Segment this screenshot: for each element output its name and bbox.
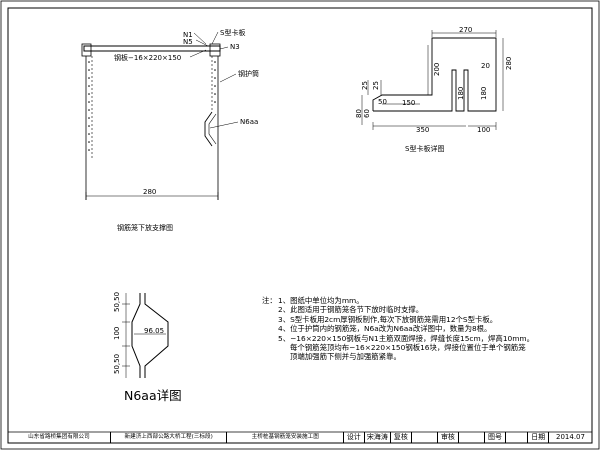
dim-270: 270 — [459, 26, 473, 34]
title-design-label: 设计 — [344, 432, 365, 443]
leader-n3 — [219, 46, 229, 50]
title-sheet-label: 图号 — [485, 432, 506, 443]
title-review-label: 复核 — [391, 432, 412, 443]
notes-list: 1、图纸中单位均为mm。 2、此图适用于钢筋笼各节下放时临时支撑。 3、S型卡板… — [278, 296, 534, 362]
n6aa-detail-bar-outer — [131, 293, 141, 378]
note-item: 1、图纸中单位均为mm。 — [278, 296, 364, 305]
n6aa-detail-bar-inner — [144, 293, 169, 378]
leader-casing — [219, 73, 237, 83]
dim-280-right: 280 — [505, 56, 513, 70]
title-date-label: 日期 — [528, 432, 549, 443]
left-support-block — [81, 43, 92, 57]
title-project: 新建济上西部公路大桥工程(三标段) — [111, 432, 228, 443]
note-item: 2、此图适用于钢筋笼各节下放时临时支撑。 — [278, 305, 424, 315]
note-item: 5、−16×220×150钢板与N1主筋双面焊接，焊缝长度15cm，焊高10mm… — [278, 333, 535, 343]
title-audit-label: 审核 — [438, 432, 459, 443]
label-n5: N5 — [183, 38, 193, 46]
dim-25: 25 — [361, 81, 369, 90]
cage-support-drawing — [81, 31, 239, 200]
dim-100: 100 — [477, 126, 491, 134]
title-designer: 宋海涛 — [365, 432, 392, 443]
dim-60: 60 — [363, 109, 371, 118]
leader-plate — [189, 49, 207, 58]
leader-n1 — [193, 32, 207, 45]
left-bar-dots — [88, 61, 216, 151]
label-n1: N1 — [183, 31, 193, 39]
right-support-block — [209, 43, 221, 57]
label-n6aa: N6aa — [240, 118, 259, 126]
dim-350: 350 — [416, 126, 430, 134]
title-drawing: 主桥桩基钢筋笼安装施工图 — [227, 432, 345, 443]
dim-150: 150 — [402, 99, 416, 107]
label-s-plate: S型卡板 — [220, 29, 246, 37]
dim-25-b: 25 — [372, 81, 380, 90]
dim-label-280: 280 — [143, 188, 157, 196]
dim-20: 20 — [481, 62, 490, 70]
dim-50: 50 — [378, 98, 387, 106]
sheet-inner-border — [7, 7, 593, 444]
note-item: 顶端加强筋下侧并与加强筋紧靠。 — [290, 352, 401, 362]
n6aa-bent-bar-inner — [208, 113, 217, 145]
note-item: 4、位于护筒内的钢筋笼，N6a改为N6aa改详图中，数量为8根。 — [278, 324, 492, 334]
title-review-value — [412, 432, 439, 443]
leader-n6aa — [209, 121, 239, 129]
n6aa-bent-bar — [204, 111, 213, 147]
label-casing: 钢护筒 — [238, 70, 259, 78]
s-plate-outline — [372, 37, 497, 112]
leader-n5 — [195, 39, 209, 47]
label-steel-plate: 钢板−16×220×150 — [114, 54, 182, 62]
n6-dim-mid: 100 — [113, 326, 121, 340]
n6-dim-top: 50,50 — [113, 291, 121, 312]
dim-180-a: 180 — [457, 86, 465, 100]
dim-200: 200 — [433, 62, 441, 76]
label-n3: N3 — [230, 43, 240, 51]
s-plate-drawing — [361, 30, 504, 130]
caption-cage-support: 钢筋笼下放支撑图 — [117, 224, 173, 232]
note-item: 3、S型卡板用2cm厚钢板制作,每次下放钢筋笼需用12个S型卡板。 — [278, 314, 498, 324]
n6aa-detail-drawing — [122, 293, 169, 378]
n6-dim-center: 96.05 — [144, 327, 165, 335]
title-date-value: 2014.07 — [556, 433, 585, 441]
n6-dim-bottom: 50,50 — [113, 353, 121, 374]
title-company: 山东省路桥集团有限公司 — [8, 432, 111, 443]
dim-80: 80 — [355, 109, 363, 118]
note-item: 每个钢筋笼顶均布−16×220×150钢板16块，焊接位置位于单个钢筋笼 — [290, 343, 526, 353]
title-audit-value — [459, 432, 486, 443]
caption-s-plate: S型卡板详图 — [405, 145, 445, 153]
top-steel-plate — [83, 45, 221, 52]
leader-s-plate — [211, 31, 219, 45]
notes-head: 注： — [262, 296, 277, 305]
title-sheet-value — [506, 432, 529, 443]
title-bar: 山东省路桥集团有限公司 新建济上西部公路大桥工程(三标段) 主桥桩基钢筋笼安装施… — [8, 432, 592, 443]
dim-180-b: 180 — [480, 86, 488, 100]
n6aa-detail-title: N6aa详图 — [124, 388, 182, 403]
